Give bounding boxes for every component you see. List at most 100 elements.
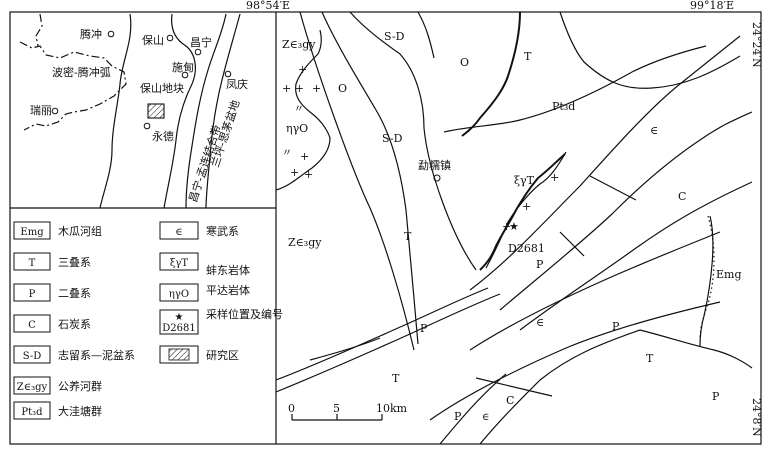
granite-symbol: + + xyxy=(282,82,304,95)
granite-symbol: + xyxy=(290,166,299,179)
map-unit-label: T xyxy=(404,230,412,243)
map-unit-label: ξγT xyxy=(514,174,535,187)
granite-symbol: 〃 xyxy=(282,148,292,159)
granite-symbol: + xyxy=(502,220,511,233)
legend-code: Emg xyxy=(20,227,44,238)
map-unit-label: Z∈₃gy xyxy=(282,38,316,51)
contact-line xyxy=(639,329,753,369)
lon-right-label: 99°18′E xyxy=(690,0,734,12)
sample-star-icon: ★ xyxy=(509,220,519,233)
inset-place-label: 凤庆 xyxy=(226,77,248,91)
town-marker xyxy=(224,70,232,78)
scale-label: 5 xyxy=(333,402,340,415)
legend-label: 蚌东岩体 xyxy=(206,263,250,277)
inset-fault-2 xyxy=(163,13,196,209)
inset-place-label: 保山 xyxy=(142,33,164,47)
legend-label: 二叠系 xyxy=(58,287,91,300)
inset-fault-4 xyxy=(205,13,241,209)
inset-fault-3 xyxy=(185,13,227,209)
inset-boundary-dashed-west xyxy=(19,41,127,131)
map-unit-label: O xyxy=(338,82,347,95)
contact-line xyxy=(309,337,381,361)
legend-swatch xyxy=(13,345,51,364)
legend-swatch xyxy=(13,221,51,240)
contact-line xyxy=(499,111,753,311)
contact-line xyxy=(519,181,753,331)
fault-cross xyxy=(475,377,553,397)
map-unit-label: T xyxy=(646,352,654,365)
town-label: 勐糯镇 xyxy=(418,158,451,172)
contact-line xyxy=(349,11,477,271)
map-unit-label: T xyxy=(524,50,532,63)
contact-line xyxy=(275,29,331,191)
town-marker xyxy=(107,30,115,38)
contact-line xyxy=(479,329,641,445)
inset-place-label: 腾冲 xyxy=(80,27,102,41)
legend-label: 平达岩体 xyxy=(206,283,250,297)
inset-region-label: 保山地块 xyxy=(140,81,184,95)
legend-swatch xyxy=(13,376,51,395)
contact-line xyxy=(299,11,415,351)
legend-code: ∈ xyxy=(175,227,182,238)
legend-label: 大洼塘群 xyxy=(58,404,102,418)
legend-label: 研究区 xyxy=(206,348,239,362)
contact-line xyxy=(321,11,419,345)
legend-swatch xyxy=(159,221,199,240)
map-unit-label: Z∈₃gy xyxy=(288,236,322,249)
map-unit-label: ∈ xyxy=(482,412,489,423)
legend-label: 志留系—泥盆系 xyxy=(58,348,135,362)
map-unit-label: C xyxy=(506,394,514,407)
legend-label: 木瓜河组 xyxy=(58,224,102,238)
town-marker xyxy=(433,174,441,182)
contact-line xyxy=(275,293,501,393)
legend-code: S-D xyxy=(23,351,42,362)
study-area-hatch-icon xyxy=(168,348,190,361)
scale-bar: 0 5 10km xyxy=(288,402,408,421)
contact-line xyxy=(439,373,507,445)
inset-fault-1 xyxy=(99,13,132,209)
lon-left-label: 98°54′E xyxy=(246,0,290,12)
inset-boundary-dashed-north xyxy=(35,13,43,47)
legend-swatch xyxy=(13,401,51,420)
contact-line xyxy=(469,35,741,291)
map-unit-label: P xyxy=(612,320,620,333)
contact-line xyxy=(485,151,567,269)
emg-boundary xyxy=(699,215,714,347)
map-unit-label: ∈ xyxy=(650,124,658,137)
legend-label: 石炭系 xyxy=(58,318,91,331)
map-unit-label: Emg xyxy=(716,268,742,281)
lat-top-label: 24°24′N xyxy=(750,22,763,68)
town-marker xyxy=(181,71,189,79)
inset-place-label: 瑞丽 xyxy=(30,103,52,117)
contact-line xyxy=(429,301,721,421)
legend-label: 寒武系 xyxy=(206,224,239,238)
granite-symbol: + xyxy=(300,150,309,163)
map-unit-label: ∈ xyxy=(536,316,544,329)
legend-label: 三叠系 xyxy=(58,256,91,269)
inset-region-label: 波密-腾冲弧 xyxy=(52,65,111,79)
granite-symbol: + xyxy=(522,200,531,213)
town-marker xyxy=(166,34,174,42)
map-unit-label: P xyxy=(454,410,462,423)
legend-code: ηγO xyxy=(169,289,189,300)
inset-place-label: 昌宁 xyxy=(190,35,212,49)
town-marker xyxy=(194,48,202,56)
legend-code: C xyxy=(28,320,36,331)
contact-line xyxy=(443,45,707,133)
map-unit-label: ηγO xyxy=(286,122,308,135)
study-area-box xyxy=(147,103,165,119)
fault-cross xyxy=(589,175,637,201)
granite-symbol: + xyxy=(298,63,307,76)
inset-place-label: 施甸 xyxy=(172,61,194,74)
sample-id-label: D2681 xyxy=(508,242,545,255)
map-unit-label: Pt₃d xyxy=(552,100,575,113)
map-unit-label: O xyxy=(460,56,469,69)
granite-symbol: 〃 xyxy=(294,104,304,115)
inset-place-label: 永德 xyxy=(152,129,174,143)
legend-code: ξγT xyxy=(170,258,188,269)
town-marker xyxy=(143,122,151,130)
contact-line xyxy=(469,231,721,351)
legend-swatch xyxy=(159,345,199,364)
scale-label: 0 xyxy=(288,402,295,415)
